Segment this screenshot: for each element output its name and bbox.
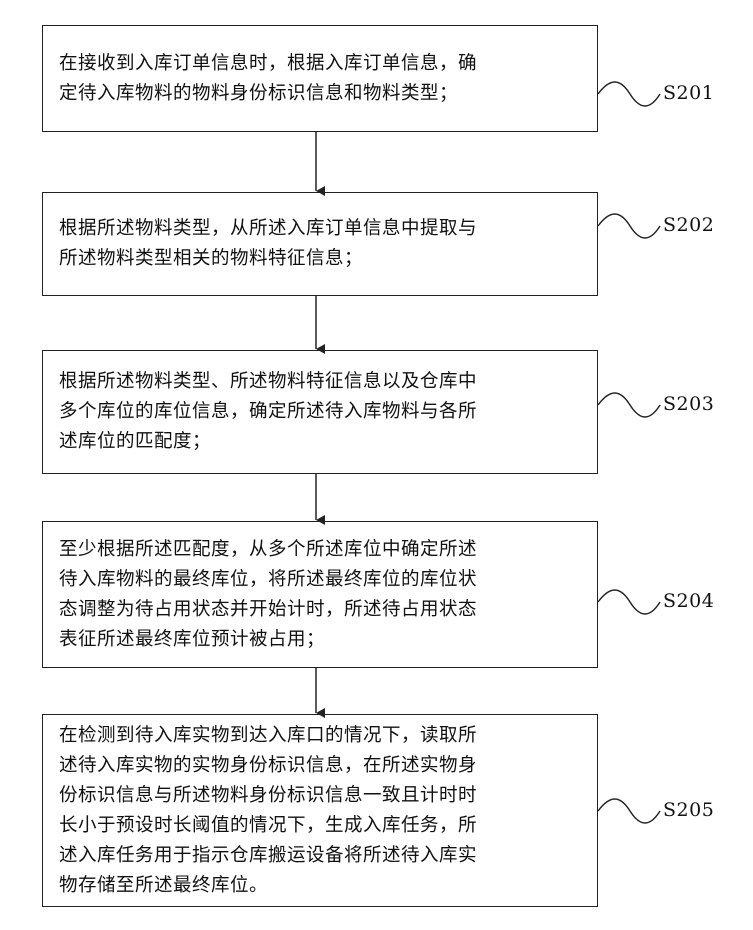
wavy-leader-s205 (598, 799, 660, 823)
wavy-leader-s201 (598, 82, 660, 106)
wavy-leader-s204 (598, 590, 660, 614)
wavy-leader-s203 (598, 393, 660, 417)
wavy-leader-s202 (598, 214, 660, 238)
